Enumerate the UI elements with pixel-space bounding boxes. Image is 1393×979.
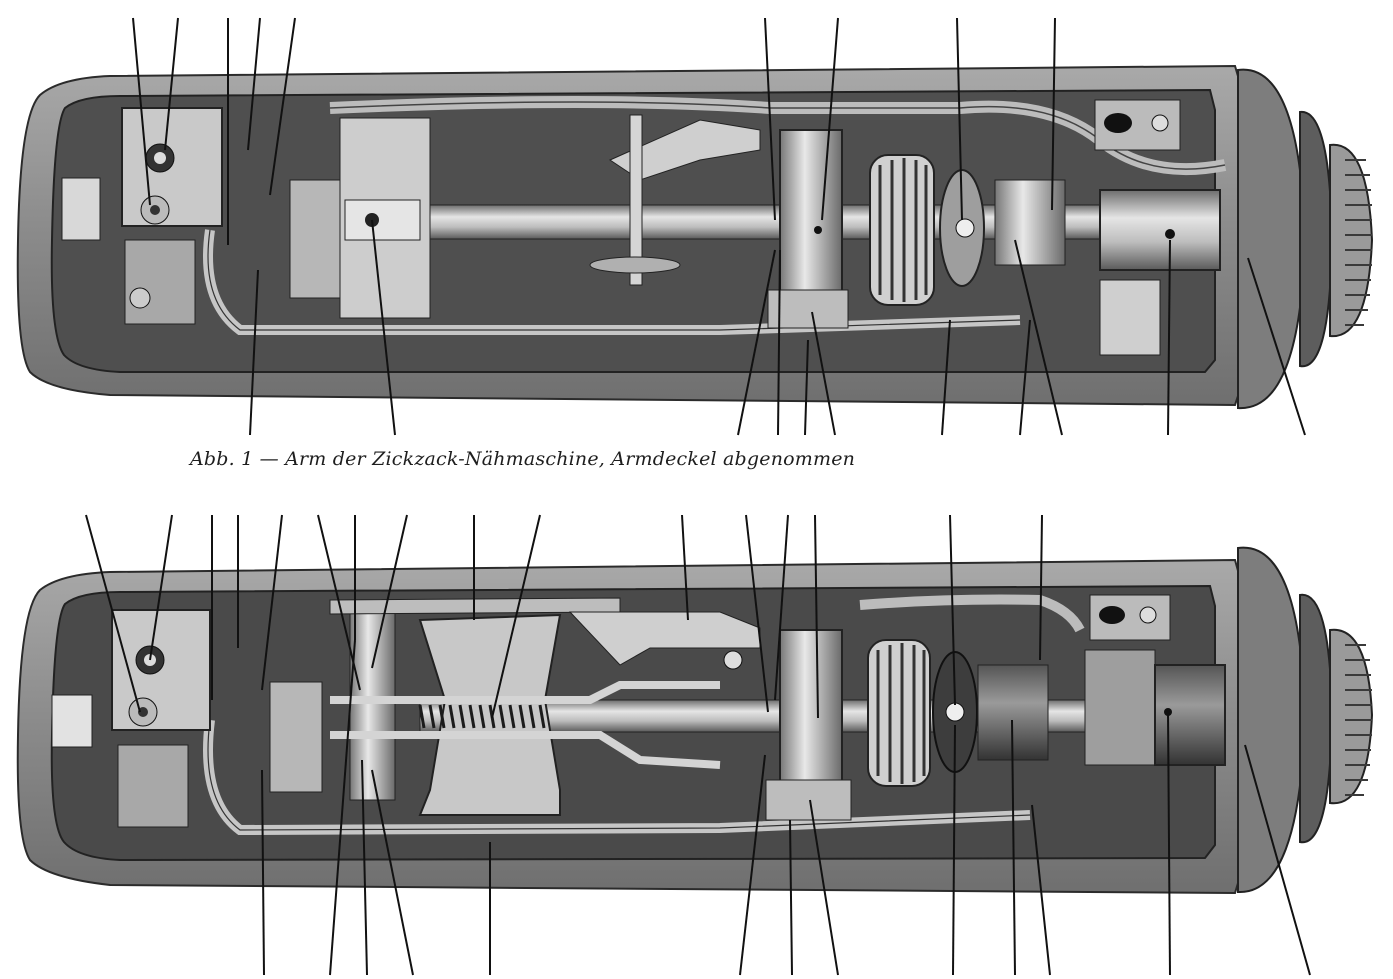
vertical-cylinder [779, 129, 843, 301]
ribbed-worm-gear-2 [867, 639, 931, 787]
thread-guide-block [289, 179, 343, 299]
needle-bar-block-2 [111, 609, 211, 731]
figure-1-leader-lines-bottom [249, 219, 1306, 436]
figure-1-caption: Abb. 1 — Arm der Zickzack-Nähmaschine, A… [190, 448, 856, 470]
figure-2-leader-lines-top [85, 514, 1043, 719]
vertical-cylinder-2 [779, 629, 843, 789]
figure-2-machine-arm [16, 546, 1374, 895]
figure-1-leader-lines-top [132, 17, 1056, 245]
ribbed-worm-gear [869, 154, 935, 306]
figure-1-machine-arm [16, 64, 1374, 410]
handwheel [1237, 68, 1374, 410]
needle-bar-block [121, 107, 223, 227]
handwheel-2 [1237, 546, 1374, 894]
figure-2-leader-lines-bottom [261, 639, 1311, 976]
oil-tube-2 [859, 594, 1085, 633]
